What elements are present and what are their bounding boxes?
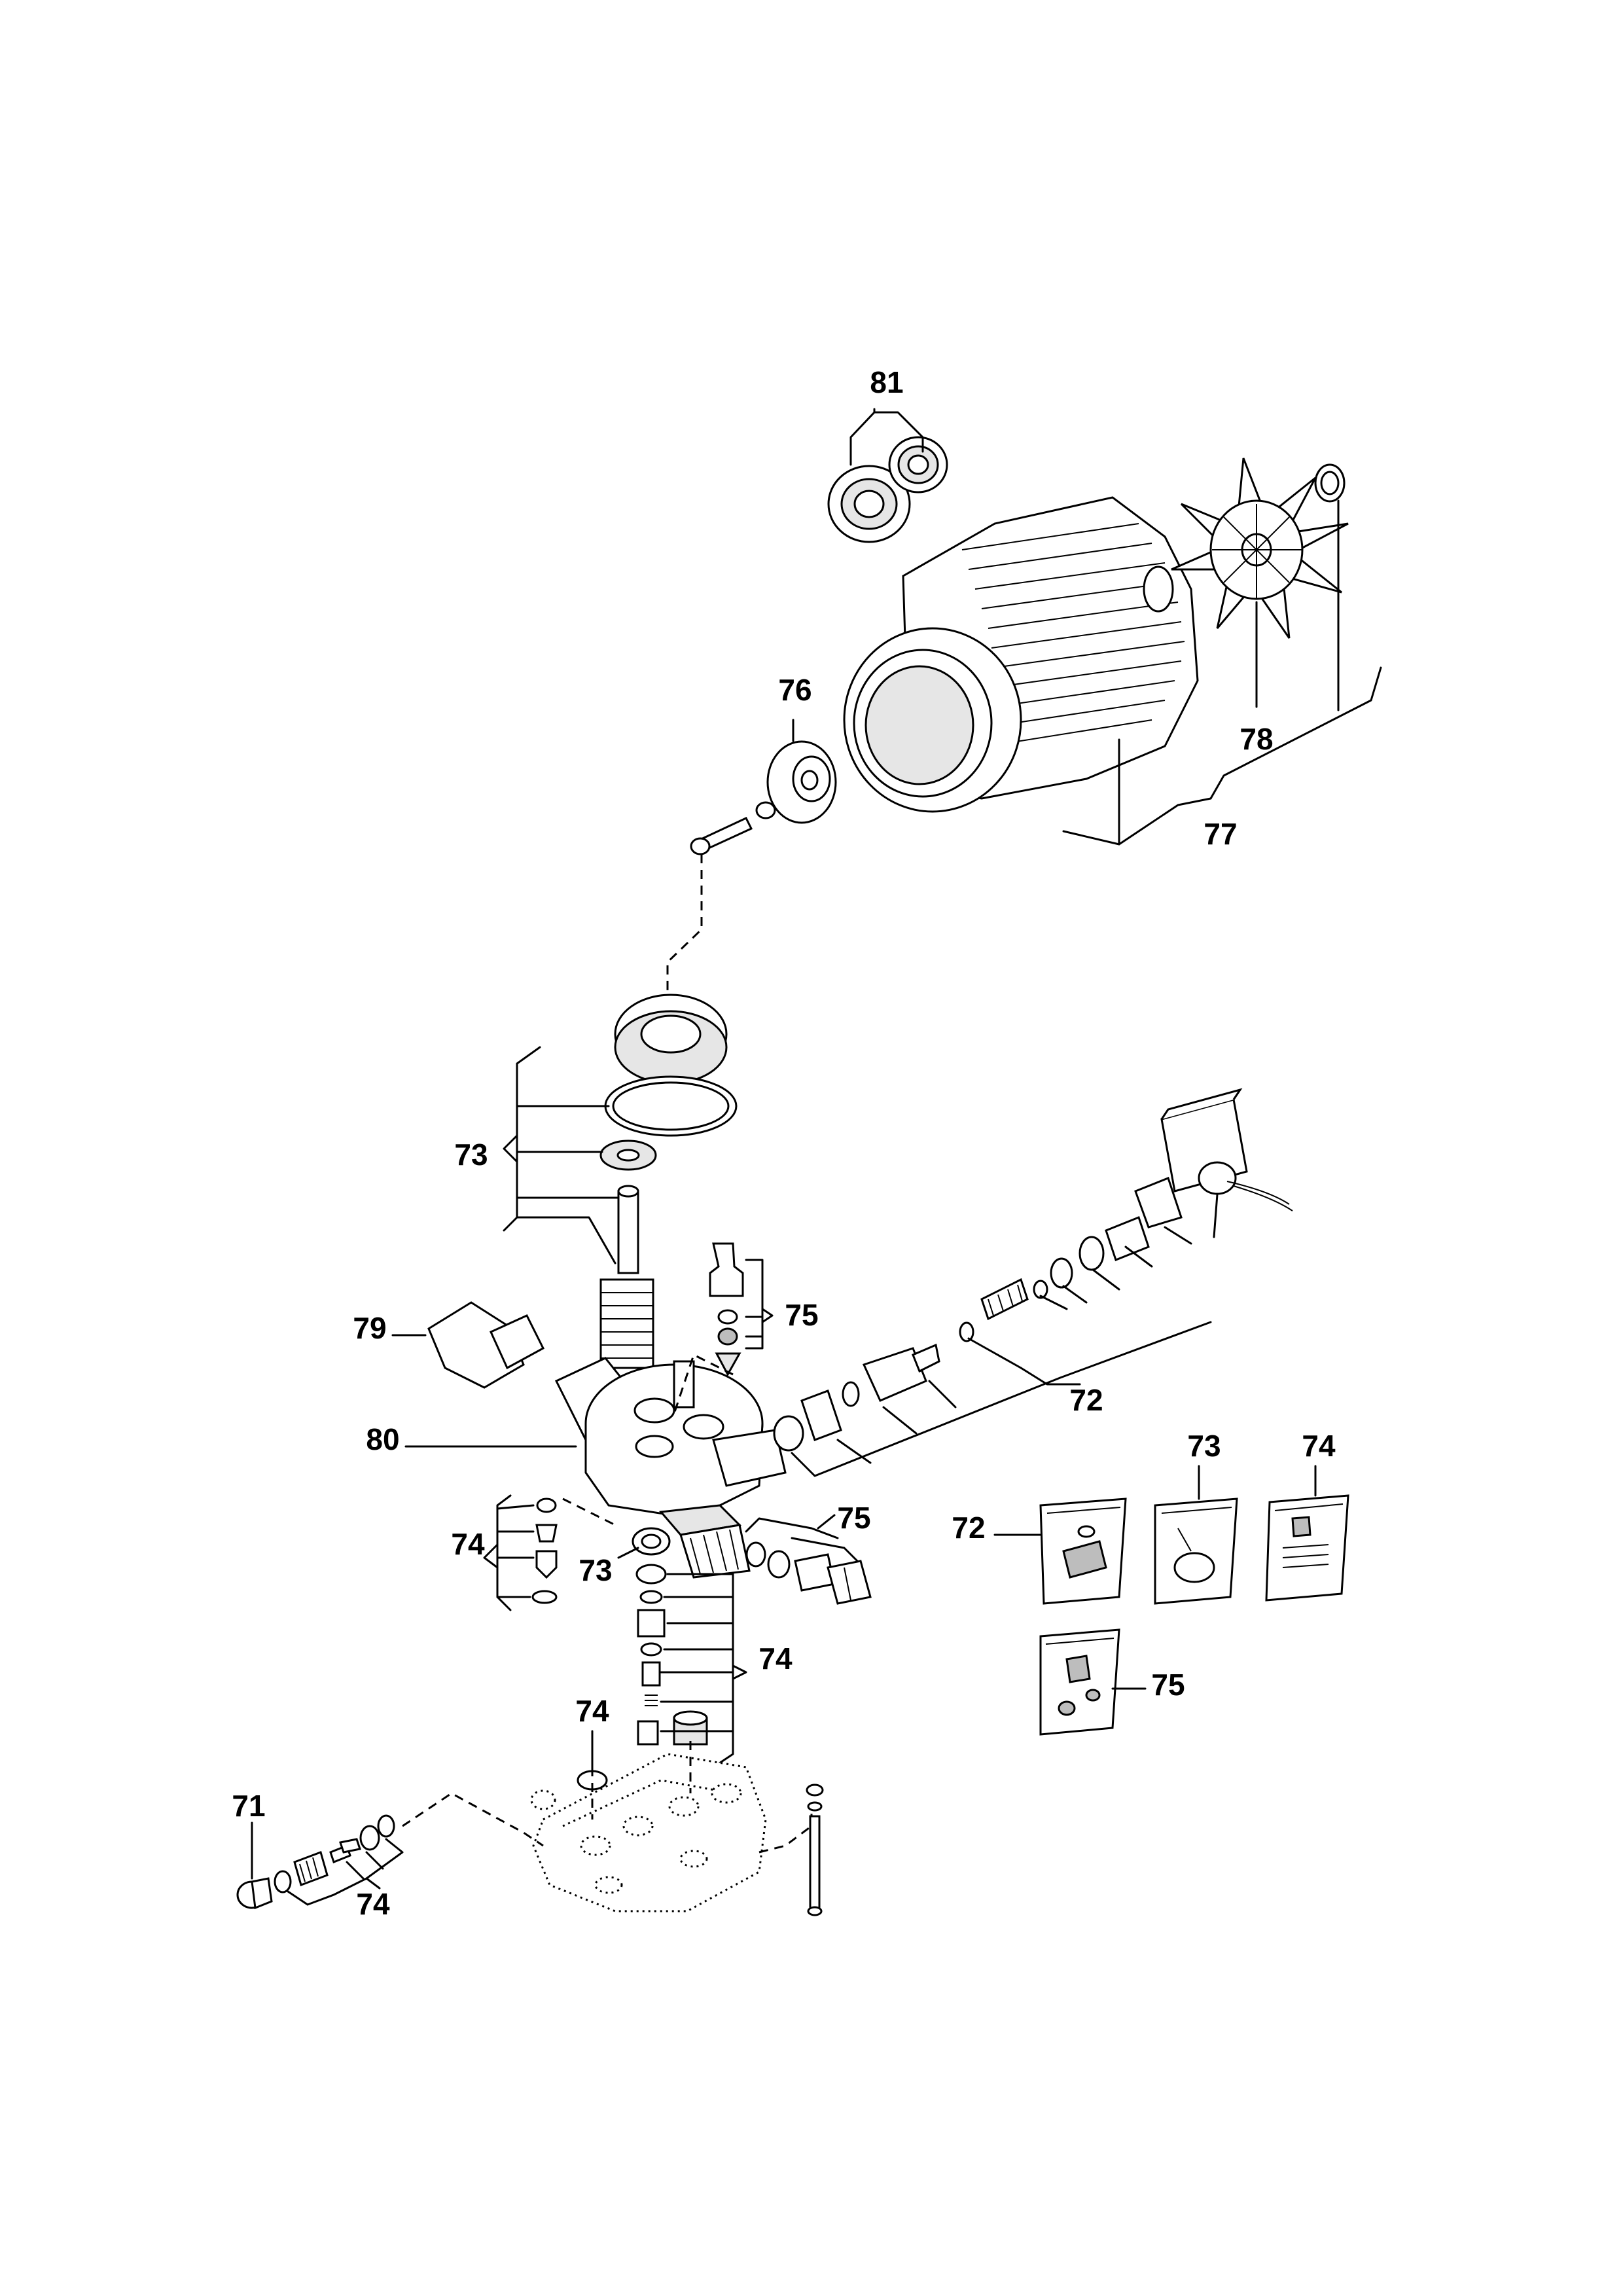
cooling-fan-78 <box>1171 457 1349 639</box>
bracket-74-left <box>496 1494 512 1611</box>
callout-73-upper: 73 <box>454 1138 488 1172</box>
bracket-72-main <box>791 1321 1212 1477</box>
kit-bag-74 <box>1265 1494 1349 1602</box>
valve-parts-74-left <box>531 1498 558 1604</box>
dashed-axis-upper <box>666 854 703 1021</box>
callout-kit72: 72 <box>952 1511 985 1545</box>
callout-81: 81 <box>870 365 903 399</box>
kit-bag-75 <box>1039 1628 1120 1736</box>
pump-housing <box>530 1753 767 1912</box>
leader-73-lower <box>617 1547 639 1559</box>
callout-74-stack: 74 <box>758 1641 793 1676</box>
bearing-pair-81 <box>827 436 948 543</box>
callout-75-mid: 75 <box>837 1501 870 1535</box>
valve-set-75-mid <box>745 1541 872 1605</box>
callout-79: 79 <box>353 1311 386 1345</box>
bracket-77 <box>1209 666 1382 800</box>
plug-71 <box>236 1877 273 1910</box>
callout-78: 78 <box>1240 722 1273 756</box>
callout-75-upper: 75 <box>785 1298 818 1332</box>
callout-74-bottom: 74 <box>356 1887 390 1921</box>
valve-stack-74 <box>635 1564 708 1746</box>
bracket-75-mid <box>745 1517 859 1562</box>
callout-76: 76 <box>778 673 812 707</box>
pump-head-80 <box>554 1357 787 1579</box>
bracket-74-stack <box>660 1573 747 1768</box>
piston-seal-stack <box>599 994 738 1369</box>
callout-77: 77 <box>1204 817 1237 851</box>
inlet-fitting-79 <box>427 1301 544 1389</box>
callout-72-main: 72 <box>1069 1383 1103 1417</box>
callout-74-oring: 74 <box>575 1694 609 1728</box>
bracket-74-bottom <box>287 1838 404 1906</box>
cam-bolt <box>690 801 776 855</box>
swash-plate-76 <box>766 740 837 824</box>
kit-bag-73 <box>1154 1498 1238 1605</box>
leader-81 <box>849 411 924 466</box>
valve-parts-74-bottom <box>274 1814 395 1893</box>
callout-80: 80 <box>366 1422 399 1456</box>
callout-kit75: 75 <box>1151 1668 1185 1702</box>
electric-motor <box>843 496 1199 813</box>
callout-71: 71 <box>232 1789 265 1823</box>
bracket-75-upper <box>745 1259 764 1350</box>
unloader-assembly-72 <box>773 1088 1293 1452</box>
kit-bag-72 <box>1039 1498 1127 1605</box>
housing-bolt <box>806 1784 824 1916</box>
valve-set-75-upper <box>709 1242 744 1377</box>
callout-kit73: 73 <box>1187 1429 1221 1463</box>
callout-kit74: 74 <box>1302 1429 1336 1463</box>
callout-74-left: 74 <box>451 1527 485 1561</box>
callout-73-lower: 73 <box>579 1553 612 1587</box>
